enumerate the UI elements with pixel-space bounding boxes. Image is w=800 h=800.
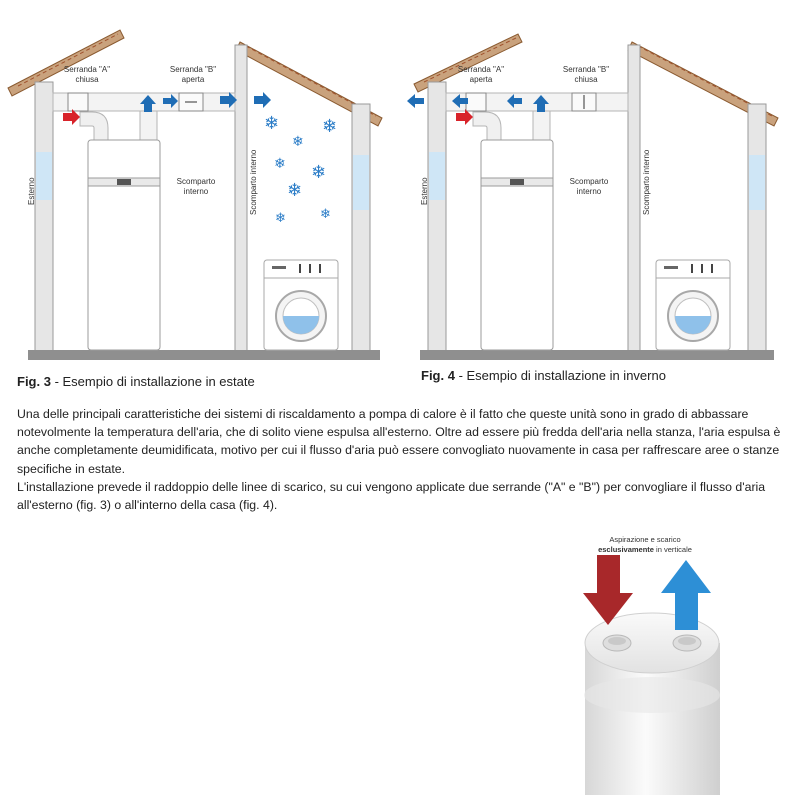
fig4-room-label-1: Scomparto	[570, 177, 609, 186]
window-right	[749, 155, 765, 210]
figure-4-diagram: Serranda "A" aperta Serranda "B" chiusa …	[407, 33, 779, 360]
arrow-left-blue-2	[452, 94, 468, 108]
appliance-body	[584, 612, 720, 795]
fig4-damper-a-title: Serranda "A"	[458, 65, 504, 74]
washing-machine	[263, 259, 339, 351]
window-left	[36, 152, 52, 200]
paragraph-2: L'installazione prevede il raddoppio del…	[17, 479, 766, 513]
arrow-up-blue	[140, 95, 156, 112]
snowflake-icon: ❄	[320, 207, 331, 222]
fig4-damper-b-state: chiusa	[574, 75, 598, 84]
duct-vertical	[532, 110, 551, 142]
fig3-damper-b-state: aperta	[182, 75, 205, 84]
arrow-right-blue-1	[163, 94, 178, 108]
heat-pump-tank	[87, 139, 161, 351]
fig3-damper-b-title: Serranda "B"	[170, 65, 216, 74]
snowflake-icon: ❄	[322, 116, 337, 137]
snowflake-icon: ❄	[274, 156, 286, 172]
fig4-caption-text: - Esempio di installazione in inverno	[454, 368, 666, 383]
fig4-damper-b-title: Serranda "B"	[563, 65, 609, 74]
tank-display	[510, 179, 524, 185]
fig3-caption-text: - Esempio di installazione in estate	[50, 374, 255, 389]
fig4-room-vertical-label: Scomparto interno	[642, 149, 651, 215]
fig4-caption: Fig. 4 - Esempio di installazione in inv…	[421, 368, 666, 383]
paragraph-1: Una delle principali caratteristiche dei…	[17, 407, 781, 476]
tank-display	[117, 179, 131, 185]
arrow-right-blue-3	[254, 92, 271, 108]
fig3-room-label-1: Scomparto	[177, 177, 216, 186]
fig3-room-label-2: interno	[184, 187, 209, 196]
outer-wall-right	[747, 103, 767, 353]
left-roof	[413, 33, 523, 93]
fig4-room-label-2: interno	[577, 187, 602, 196]
product-illustration	[583, 555, 720, 795]
figure-3-diagram: ❄ ❄ ❄ ❄ ❄ ❄ ❄ ❄ Serranda "A" chiusa Serr…	[7, 29, 383, 360]
damper-a	[67, 92, 89, 112]
arrow-intake-red	[63, 109, 80, 125]
fig4-number: Fig. 4	[421, 368, 455, 383]
fig3-number: Fig. 3	[17, 374, 51, 389]
heat-pump-tank	[480, 139, 554, 351]
product-label-rest: in verticale	[653, 545, 692, 554]
snowflake-icon: ❄	[264, 113, 279, 134]
damper-a	[465, 92, 487, 112]
inner-wall	[627, 44, 641, 353]
fig3-damper-a-state: chiusa	[75, 75, 99, 84]
snowflake-icon: ❄	[275, 211, 286, 226]
arrow-left-blue-1	[507, 94, 522, 108]
arrow-right-blue-2	[220, 92, 237, 108]
product-label-line1: Aspirazione e scarico	[609, 535, 681, 544]
body-text: Una delle principali caratteristiche dei…	[17, 405, 787, 514]
arrow-up-blue-icon	[661, 560, 711, 630]
snowflake-icon: ❄	[287, 180, 302, 201]
intake-elbow	[79, 111, 109, 141]
fig3-caption: Fig. 3 - Esempio di installazione in est…	[17, 374, 255, 389]
fig3-damper-a-title: Serranda "A"	[64, 65, 110, 74]
snowflake-icon: ❄	[292, 134, 304, 150]
snowflake-icon: ❄	[311, 162, 326, 183]
window-left	[429, 152, 445, 200]
floor	[420, 350, 774, 360]
arrow-left-blue-3	[407, 94, 424, 108]
outer-wall-left	[427, 81, 447, 353]
product-label-bold: esclusivamente	[598, 545, 654, 554]
fig4-outside-label: Esterno	[420, 177, 429, 205]
floor	[28, 350, 380, 360]
left-roof	[7, 29, 125, 97]
fig3-room-vertical-label: Scomparto interno	[249, 149, 258, 215]
arrow-intake-red	[456, 109, 473, 125]
arrow-down-red-icon	[583, 555, 633, 625]
arrow-up-blue	[533, 95, 549, 112]
intake-elbow	[472, 111, 502, 141]
window-right	[353, 155, 369, 210]
product-label: Aspirazione e scarico esclusivamente in …	[560, 535, 730, 555]
snowflake-icons: ❄ ❄ ❄ ❄ ❄ ❄ ❄ ❄	[264, 113, 337, 226]
fig4-damper-a-state: aperta	[470, 75, 493, 84]
washing-machine	[655, 259, 731, 351]
fig3-outside-label: Esterno	[27, 177, 36, 205]
